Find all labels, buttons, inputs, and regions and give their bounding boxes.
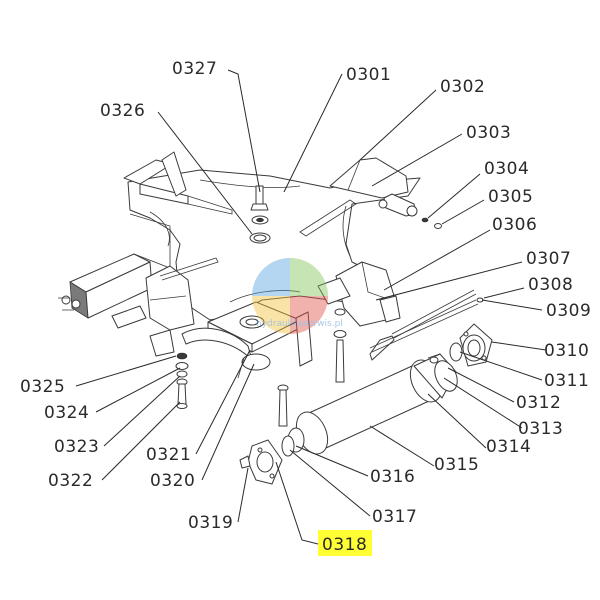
center-base-plate	[181, 301, 313, 379]
part-label-0302[interactable]: 0302	[440, 77, 485, 97]
part-label-0316[interactable]: 0316	[370, 467, 415, 487]
part-label-0310[interactable]: 0310	[544, 341, 589, 361]
part-label-0322[interactable]: 0322	[48, 471, 93, 491]
part-label-0301[interactable]: 0301	[346, 65, 391, 85]
bottom-left-arm	[111, 257, 219, 357]
part-label-0303[interactable]: 0303	[466, 123, 511, 143]
part-label-0327[interactable]: 0327	[172, 59, 217, 79]
part-label-0326[interactable]: 0326	[100, 101, 145, 121]
watermark: hydraulikaserwis.pl	[252, 258, 343, 334]
part-label-0324[interactable]: 0324	[44, 403, 89, 423]
bottom-right-arm	[317, 261, 401, 327]
part-label-0317[interactable]: 0317	[372, 507, 417, 527]
leader-lines	[75, 69, 547, 545]
top-left-arm	[123, 151, 233, 215]
part-label-0306[interactable]: 0306	[492, 215, 537, 235]
lower-bolt	[277, 384, 289, 427]
part-label-0325[interactable]: 0325	[20, 377, 65, 397]
part-label-0321[interactable]: 0321	[146, 445, 191, 465]
part-label-0323[interactable]: 0323	[54, 437, 99, 457]
left-extension-arm	[58, 213, 171, 319]
part-label-0319[interactable]: 0319	[188, 513, 233, 533]
push-rod	[369, 297, 484, 353]
part-label-0314[interactable]: 0314	[486, 437, 531, 457]
cylinder-end-cap	[449, 323, 493, 367]
part-label-0318[interactable]: 0318	[322, 535, 367, 555]
right-upper-fasteners	[421, 217, 442, 229]
part-label-0308[interactable]: 0308	[528, 275, 573, 295]
part-label-0304[interactable]: 0304	[484, 159, 529, 179]
top-right-arm	[299, 157, 418, 237]
hydraulic-cylinder	[295, 353, 458, 455]
part-label-0313[interactable]: 0313	[518, 419, 563, 439]
part-label-0305[interactable]: 0305	[488, 187, 533, 207]
part-label-0309[interactable]: 0309	[546, 301, 591, 321]
center-bolt-assembly	[249, 185, 271, 244]
watermark-text: hydraulikaserwis.pl	[256, 319, 343, 329]
part-label-0315[interactable]: 0315	[434, 455, 479, 475]
part-labels: 0327 0301 0302 0326 0303 0304 0305 0306 …	[20, 59, 591, 555]
part-0318-highlight	[318, 530, 372, 556]
left-bolt-stack	[175, 352, 189, 409]
part-label-0320[interactable]: 0320	[150, 471, 195, 491]
part-label-0307[interactable]: 0307	[526, 249, 571, 269]
left-end-cap	[239, 427, 305, 485]
part-label-0312[interactable]: 0312	[516, 393, 561, 413]
part-label-0311[interactable]: 0311	[544, 371, 589, 391]
